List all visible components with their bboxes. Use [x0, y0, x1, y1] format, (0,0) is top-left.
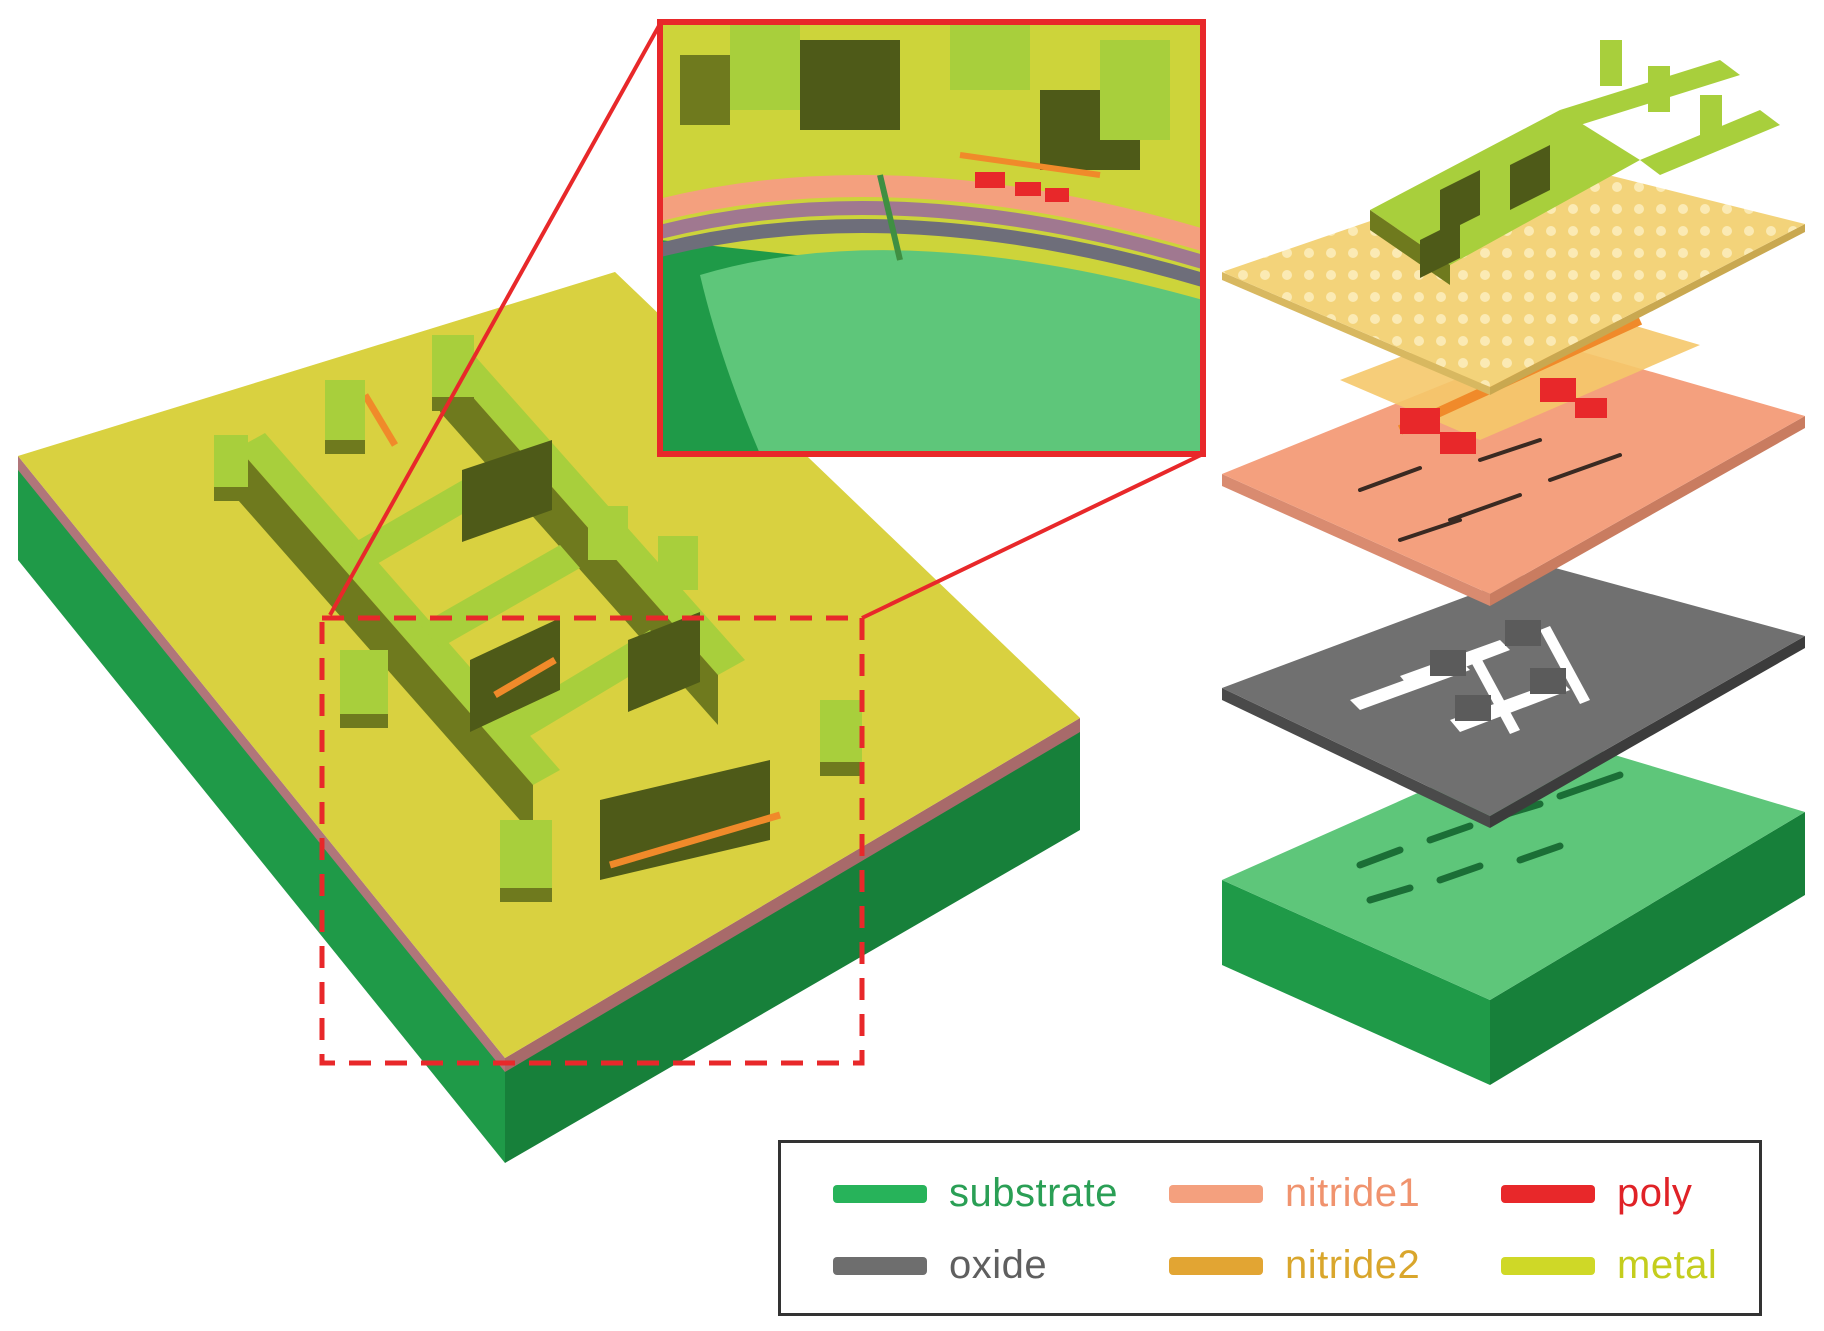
legend-label-nitride2: nitride2 [1285, 1243, 1421, 1287]
legend-swatch-poly [1501, 1184, 1595, 1203]
zoom-connector-lower [861, 452, 1204, 620]
legend-item-metal: metal [1501, 1243, 1717, 1288]
zoom-inset [657, 19, 1206, 457]
exploded-nitride1-layer [1222, 342, 1805, 606]
exploded-metal-base-layer [1222, 160, 1805, 395]
zoom-connector-upper [328, 23, 662, 616]
substrate-right-face [505, 730, 1080, 1163]
exploded-metal-structure [1370, 40, 1780, 285]
legend-swatch-oxide [833, 1256, 927, 1275]
legend-label-oxide: oxide [949, 1243, 1048, 1287]
legend-label-poly: poly [1617, 1171, 1693, 1215]
legend-label-metal: metal [1617, 1243, 1718, 1287]
legend-item-substrate: substrate [833, 1171, 1118, 1216]
layer-edge-left [18, 456, 505, 1072]
legend-item-nitride1: nitride1 [1169, 1171, 1420, 1216]
legend-swatch-metal [1501, 1256, 1595, 1275]
legend-item-nitride2: nitride2 [1169, 1243, 1420, 1288]
layer-edge-right [505, 718, 1080, 1072]
zoom-region-marker [319, 615, 865, 1066]
legend-swatch-nitride2 [1169, 1256, 1263, 1275]
mems-structure [214, 335, 862, 902]
exploded-oxide-layer [1222, 566, 1805, 828]
assembled-chip [18, 272, 1080, 1163]
legend: substrate nitride1 poly oxide nitride2 m… [778, 1140, 1762, 1316]
legend-item-poly: poly [1501, 1171, 1692, 1216]
substrate-left-face [18, 468, 505, 1163]
legend-label-nitride1: nitride1 [1285, 1171, 1421, 1215]
legend-label-substrate: substrate [949, 1171, 1119, 1215]
legend-swatch-nitride1 [1169, 1184, 1263, 1203]
legend-swatch-substrate [833, 1184, 927, 1203]
legend-item-oxide: oxide [833, 1243, 1047, 1288]
exploded-substrate-layer [1222, 735, 1805, 1085]
zoom-inset-frame [657, 19, 1206, 457]
exploded-layer-stack [1222, 40, 1805, 1085]
